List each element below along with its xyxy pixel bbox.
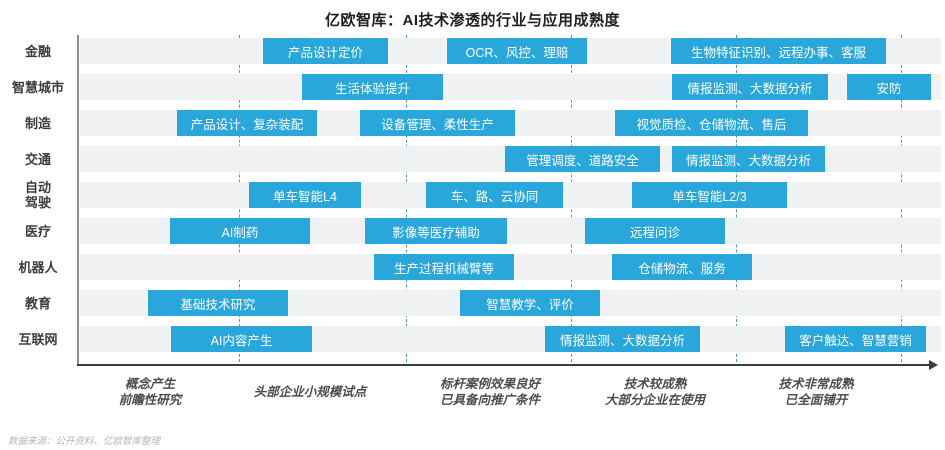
application-box: 情报监测、大数据分析 — [672, 146, 825, 172]
application-box: 智慧教学、评价 — [460, 290, 600, 316]
application-box: 影像等医疗辅助 — [365, 218, 507, 244]
application-box: 情报监测、大数据分析 — [545, 326, 700, 352]
stage-axis-label: 标杆案例效果良好已具备向推广条件 — [439, 377, 541, 407]
application-box: 基础技术研究 — [148, 290, 288, 316]
industry-label: 制造 — [24, 115, 51, 131]
x-axis-arrow-icon — [929, 360, 938, 370]
chart-title: 亿欧智库：AI技术渗透的行业与应用成熟度 — [324, 12, 620, 29]
application-box: 管理调度、道路安全 — [505, 146, 660, 172]
application-box: 仓储物流、服务 — [612, 254, 752, 280]
data-source-note: 数据来源：公开资料、亿欧智库整理 — [8, 436, 161, 447]
industry-label: 教育 — [24, 295, 51, 311]
industry-label: 自动驾驶 — [24, 180, 51, 210]
industry-label: 机器人 — [18, 259, 58, 275]
stage-axis-label: 技术较成熟大部分企业在使用 — [604, 377, 706, 407]
application-box: AI制药 — [170, 218, 310, 244]
application-box: 产品设计、复杂装配 — [177, 110, 317, 136]
application-box: 生产过程机械臂等 — [374, 254, 514, 280]
application-box: 远程问诊 — [585, 218, 725, 244]
application-box: 视觉质检、仓储物流、售后 — [615, 110, 808, 136]
application-box: 客户触达、智慧营销 — [785, 326, 926, 352]
application-box: 单车智能L4 — [249, 182, 361, 208]
application-box: AI内容产生 — [171, 326, 312, 352]
industry-label: 医疗 — [24, 223, 51, 239]
application-box: 产品设计定价 — [263, 38, 388, 64]
application-box: 设备管理、柔性生产 — [360, 110, 515, 136]
application-box: 生物特征识别、远程办事、客服 — [671, 38, 886, 64]
application-box: 车、路、云协同 — [426, 182, 563, 208]
industry-label: 金融 — [24, 43, 51, 59]
industry-label: 智慧城市 — [11, 79, 64, 95]
application-box: 生活体验提升 — [302, 74, 443, 100]
application-box: 情报监测、大数据分析 — [672, 74, 828, 100]
stage-axis-label: 概念产生前瞻性研究 — [118, 377, 182, 407]
x-axis-line — [77, 364, 931, 366]
stage-axis-label: 技术非常成熟已全面铺开 — [778, 377, 854, 407]
industry-label: 互联网 — [18, 331, 58, 347]
application-box: 安防 — [847, 74, 931, 100]
application-box: OCR、风控、理赔 — [447, 38, 587, 64]
y-axis-line — [77, 35, 79, 365]
application-box: 单车智能L2/3 — [632, 182, 787, 208]
industry-label: 交通 — [24, 151, 51, 167]
stage-axis-label: 头部企业小规模试点 — [253, 385, 367, 399]
